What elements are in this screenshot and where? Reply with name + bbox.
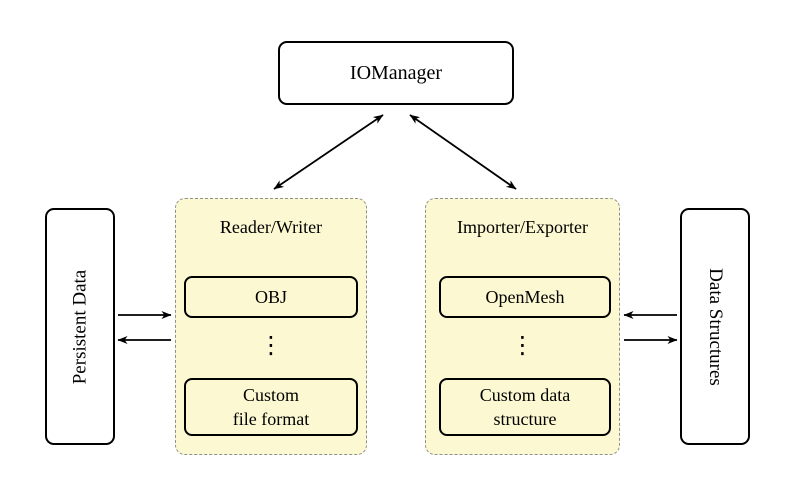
custom-file-format-node: Custom file format — [184, 378, 358, 436]
openmesh-label: OpenMesh — [485, 287, 565, 307]
arrow-iomanager-importerexporter — [409, 114, 517, 190]
obj-label: OBJ — [254, 287, 287, 307]
vertical-ellipsis: ⋮ — [510, 331, 535, 359]
custom-data-structure-label: Custom data structure — [479, 385, 571, 429]
custom-data-structure-node: Custom data structure — [439, 378, 611, 436]
custom-file-format-label: Custom file format — [232, 385, 310, 429]
iomanager-node: IOManager — [278, 41, 514, 105]
openmesh-node: OpenMesh — [439, 276, 611, 318]
importer-exporter-title: Importer/Exporter — [457, 217, 588, 237]
importer-exporter-group: Importer/Exporter OpenMesh ⋮ Custom data… — [425, 198, 620, 455]
obj-node: OBJ — [184, 276, 358, 318]
data-structures-node: Data Structures — [680, 208, 750, 445]
persistent-data-node: Persistent Data — [45, 208, 115, 445]
vertical-ellipsis: ⋮ — [259, 331, 283, 359]
data-structures-label: Data Structures — [705, 267, 726, 386]
persistent-data-label: Persistent Data — [69, 269, 91, 384]
reader-writer-group: Reader/Writer OBJ ⋮ Custom file format — [175, 198, 367, 455]
arrow-iomanager-readerwriter — [273, 114, 384, 190]
iomanager-label: IOManager — [349, 61, 443, 84]
reader-writer-title: Reader/Writer — [219, 217, 323, 237]
